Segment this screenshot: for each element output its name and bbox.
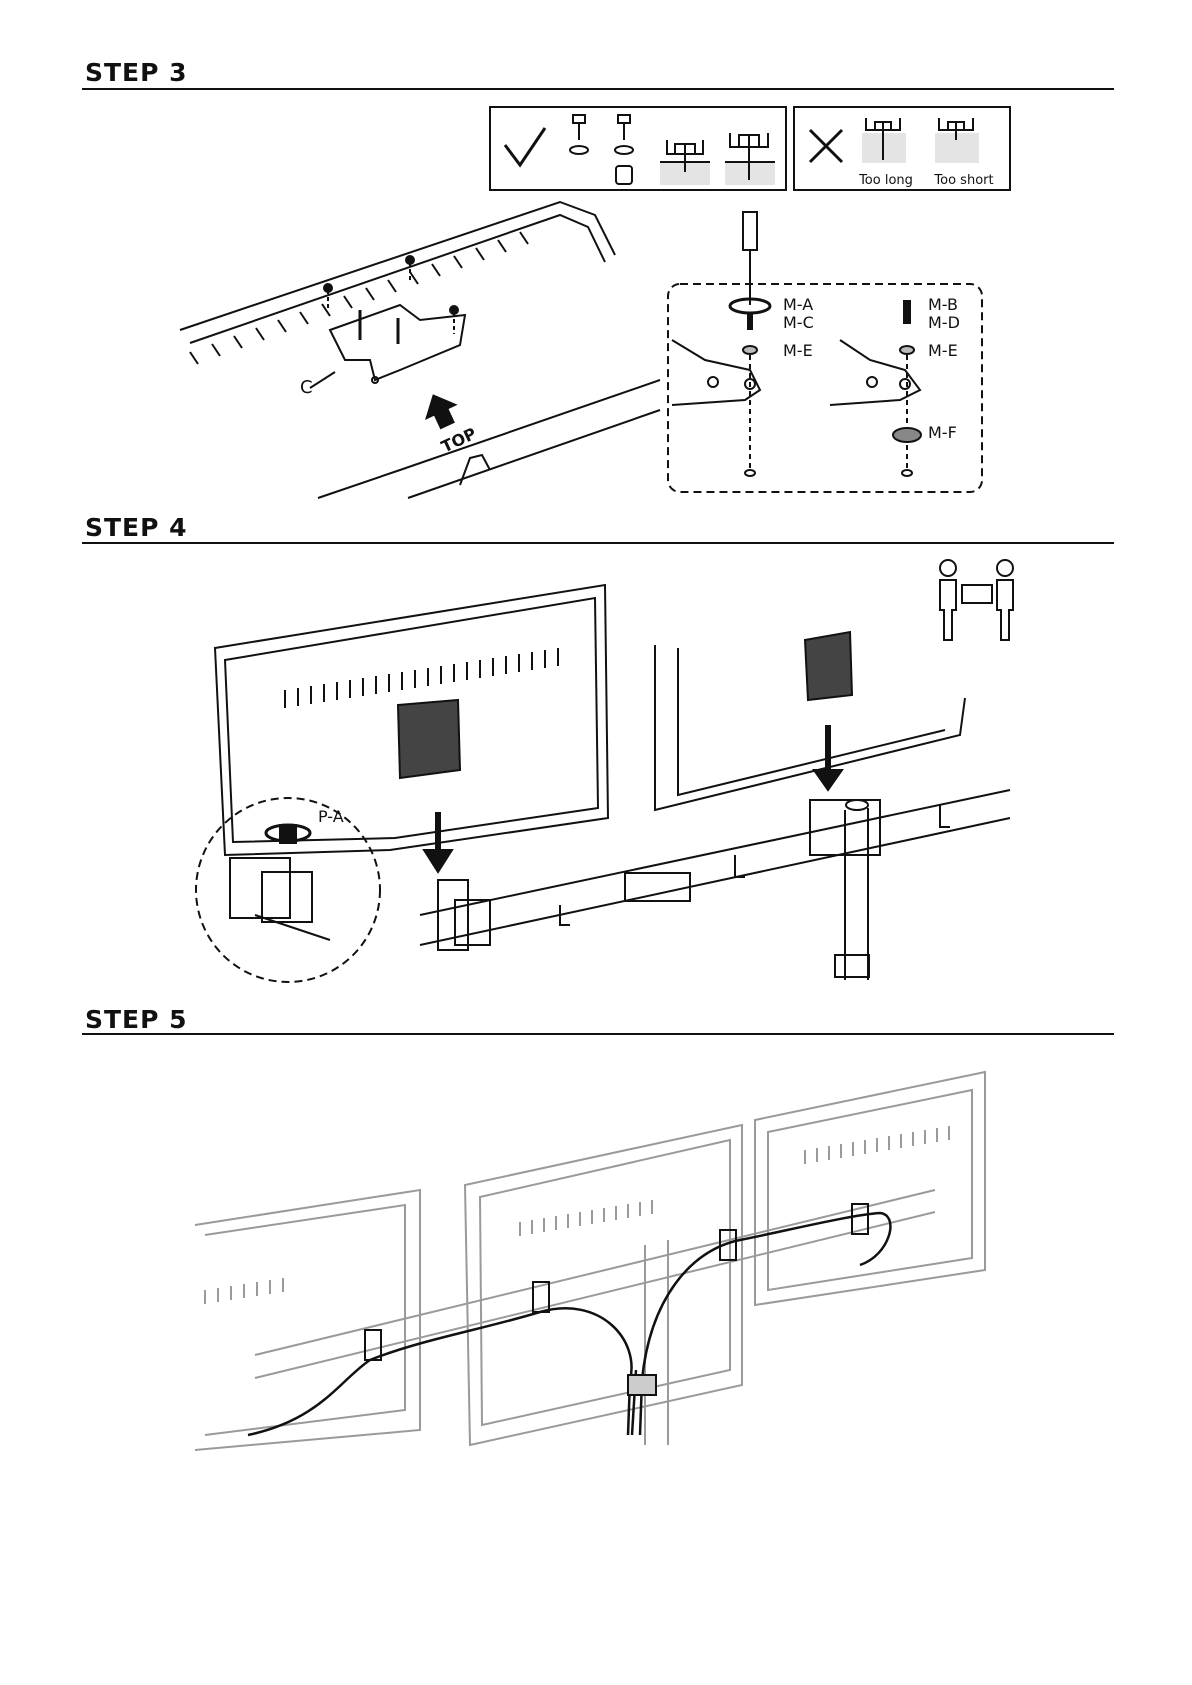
two-person-lift-icon: [940, 560, 1013, 640]
step-4-title: STEP 4: [85, 513, 188, 542]
part-c-label: C: [300, 377, 313, 398]
label-m-f: M-F: [928, 423, 957, 442]
right-monitor: [655, 632, 965, 810]
step-3-divider: [82, 88, 1114, 90]
label-m-a: M-A: [783, 295, 813, 314]
label-m-e-left: M-E: [783, 341, 813, 360]
label-m-c: M-C: [783, 313, 814, 332]
step-4-divider: [82, 542, 1114, 544]
step-5-illustration: [0, 1060, 1192, 1480]
knob-label: P-A: [318, 807, 344, 826]
step-5-title: STEP 5: [85, 1005, 188, 1034]
too-short-label: Too short: [933, 173, 993, 188]
incorrect-screw-box: Too long Too short: [794, 107, 1010, 190]
step-3-illustration: Too long Too short C TOP: [0, 100, 1192, 500]
top-arrow: TOP: [417, 385, 480, 458]
label-m-e-right: M-E: [928, 341, 958, 360]
correct-screw-box: [490, 107, 786, 190]
label-m-d: M-D: [928, 313, 960, 332]
step-3-title: STEP 3: [85, 58, 188, 87]
screw-detail-labels: M-A M-C M-E M-B M-D M-E M-F: [783, 295, 960, 442]
left-monitor: [215, 585, 608, 855]
monitor-back-step3: C: [180, 202, 660, 498]
step-4-illustration: P-A: [0, 555, 1192, 985]
top-label: TOP: [438, 424, 479, 457]
too-long-label: Too long: [858, 173, 913, 188]
step-5-divider: [82, 1033, 1114, 1035]
monitor-center: [465, 1125, 742, 1445]
monitor-right: [755, 1072, 985, 1305]
label-m-b: M-B: [928, 295, 958, 314]
crossbar: [420, 790, 1010, 945]
